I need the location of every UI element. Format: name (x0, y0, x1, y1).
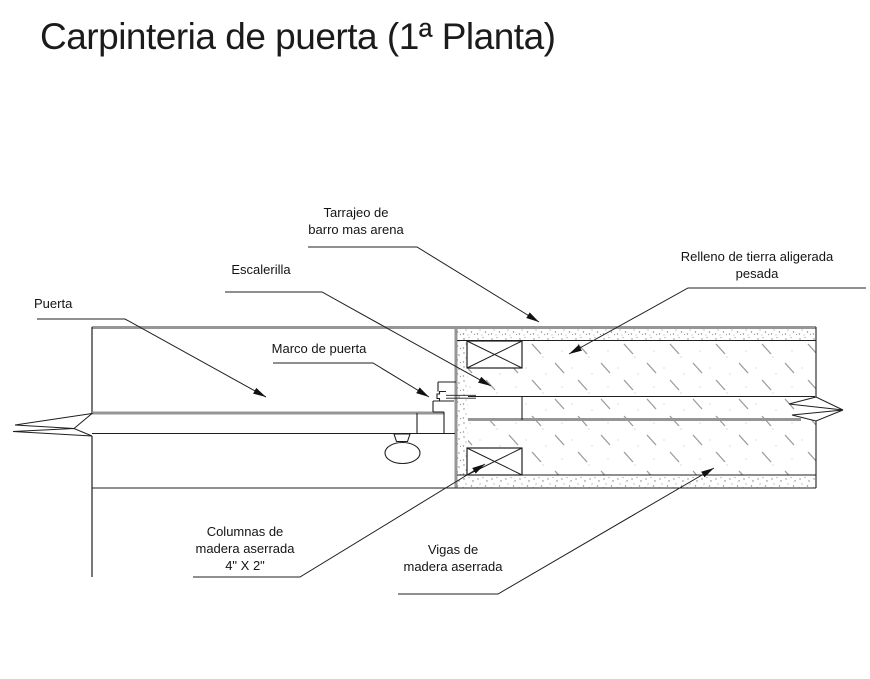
label-relleno: Relleno de tierra aligerada pesada (680, 249, 834, 281)
plaster-stipple-bands (457, 328, 816, 488)
drawing-title: Carpinteria de puerta (1ª Planta) (40, 16, 556, 57)
door-knob (384, 433, 421, 465)
column-section-bottom (466, 447, 523, 476)
label-marco: Marco de puerta (271, 341, 367, 356)
label-escalerilla: Escalerilla (231, 262, 291, 277)
column-section-top (466, 340, 523, 369)
leader-relleno (568, 287, 866, 355)
earth-fill-hatch-area (468, 341, 816, 475)
leader-puerta (37, 318, 267, 398)
door-frame-profile (432, 381, 476, 413)
door-leaf (92, 411, 455, 435)
leader-columnas (193, 463, 486, 578)
label-vigas: Vigas de madera aserrada (403, 542, 503, 574)
label-tarrajeo: Tarrajeo de barro mas arena (308, 205, 404, 237)
leader-tarrajeo (308, 246, 540, 323)
wall-lines (91, 326, 817, 577)
escalerilla-ties (446, 394, 476, 399)
leader-escalerilla (225, 291, 492, 387)
label-puerta: Puerta (34, 296, 73, 311)
break-symbol-left (12, 412, 94, 437)
label-columnas: Columnas de madera aserrada 4" X 2" (195, 524, 295, 573)
leader-marco (273, 362, 430, 398)
break-symbol-right (788, 396, 844, 422)
leader-lines (37, 246, 866, 595)
leader-vigas (398, 467, 715, 595)
